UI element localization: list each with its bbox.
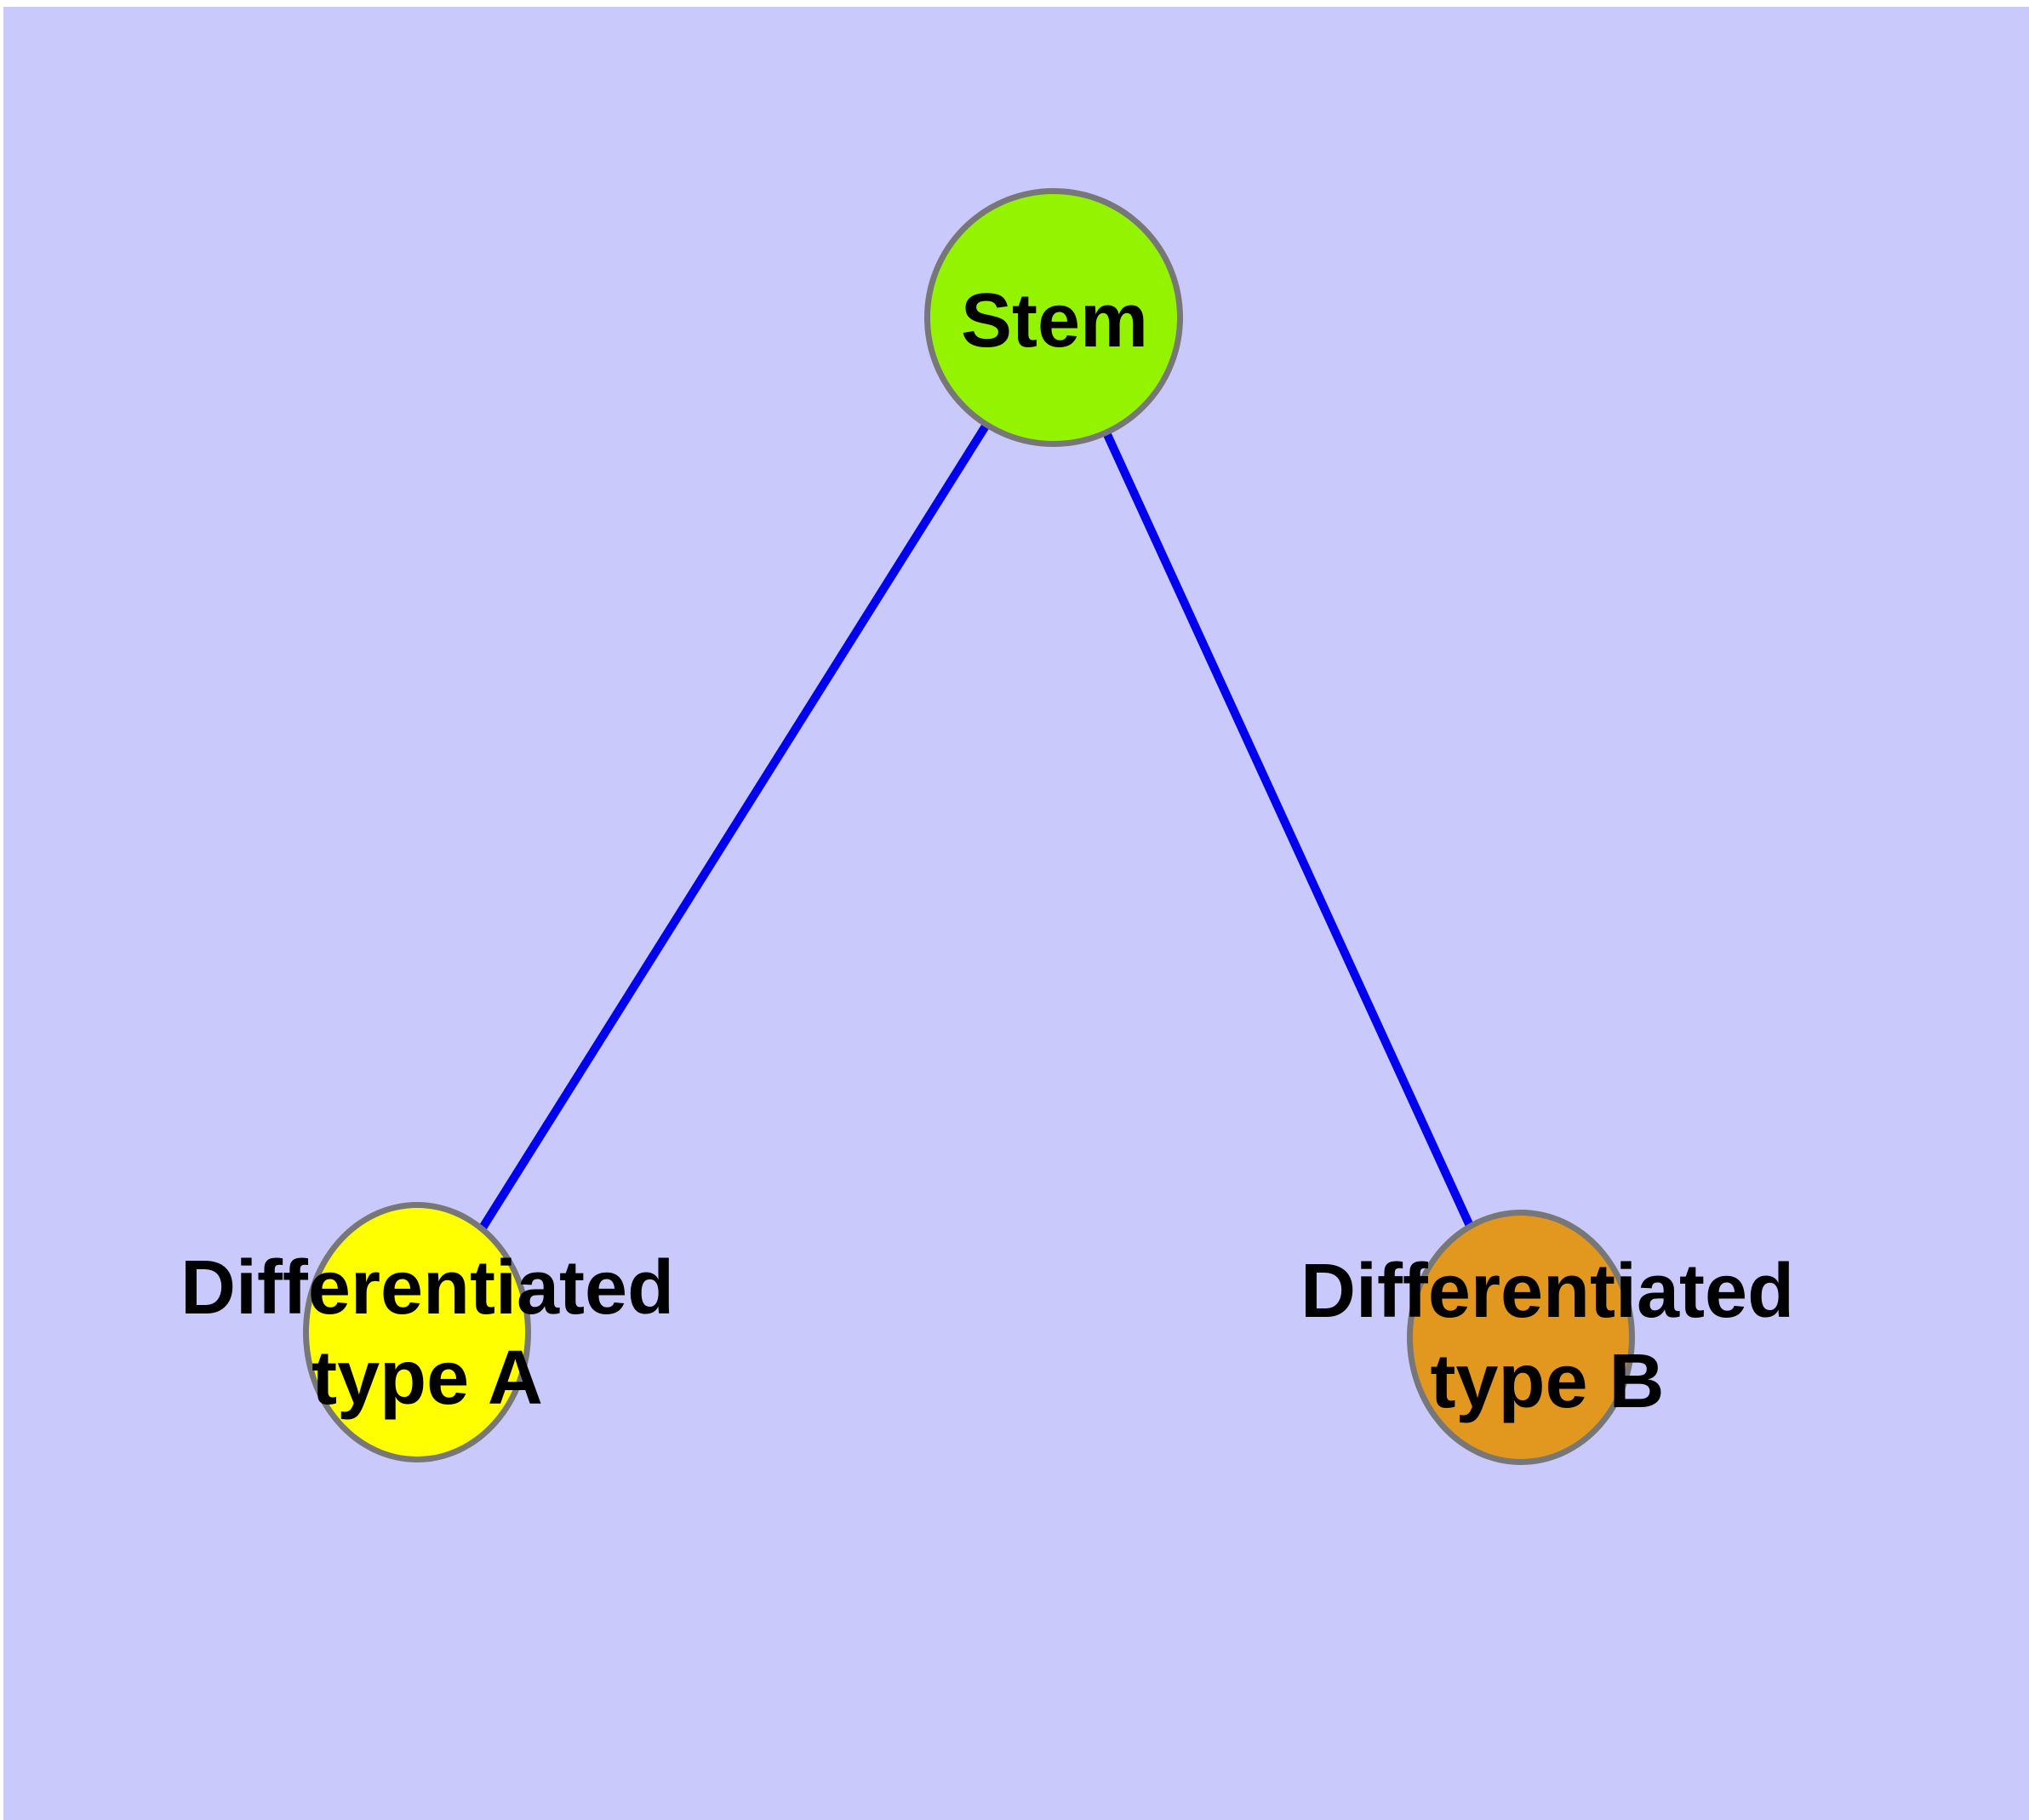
node-differentiated-type-a[interactable] [303, 1202, 531, 1462]
node-stem[interactable] [924, 188, 1183, 447]
edge-stem-to-type-a [413, 315, 1058, 1335]
edge-stem-to-type-b [1049, 315, 1525, 1340]
node-differentiated-type-b[interactable] [1407, 1210, 1635, 1465]
